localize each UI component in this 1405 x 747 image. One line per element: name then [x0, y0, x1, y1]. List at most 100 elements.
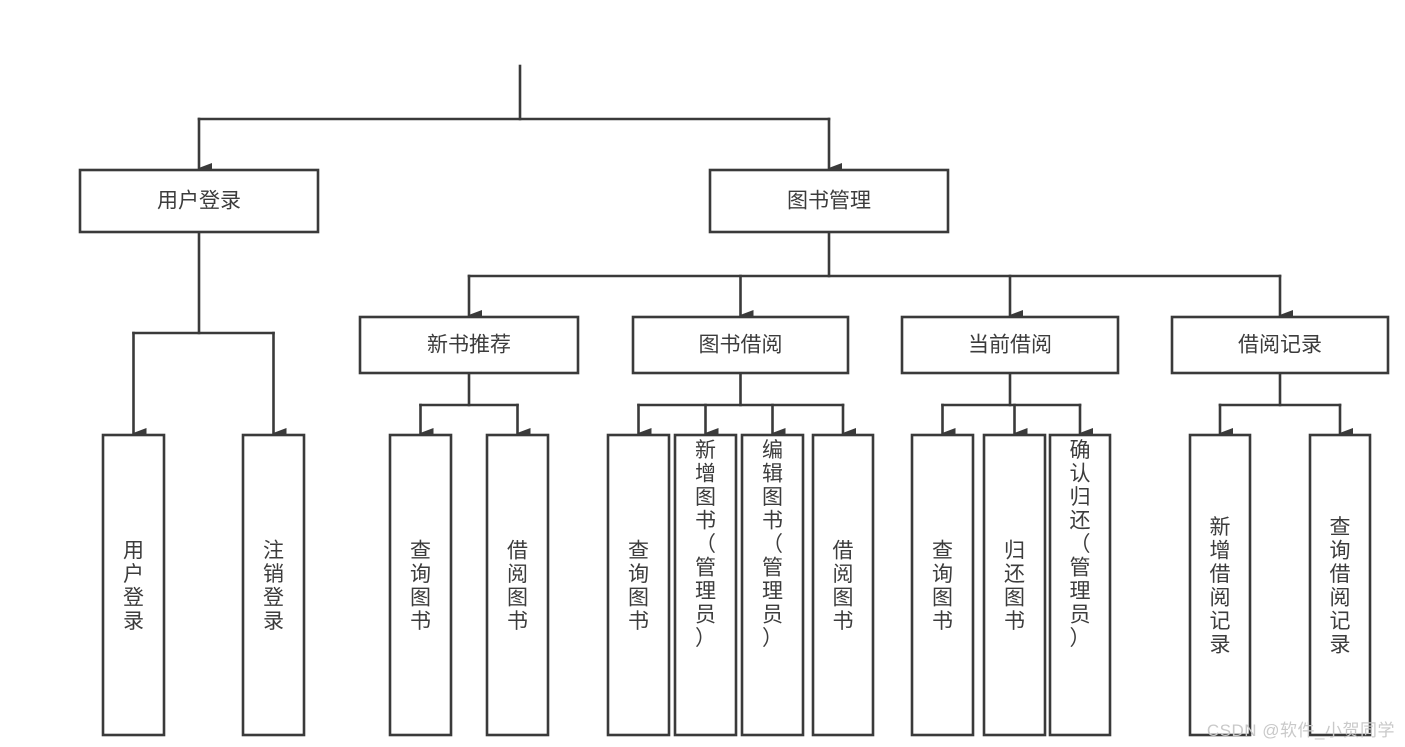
node-label-leaf-rec-add-char: 录 — [1210, 633, 1231, 656]
node-label-leaf-borrow-edit-char: ） — [762, 627, 783, 650]
node-label-leaf-rec-query-char: 查 — [410, 539, 431, 562]
node-label-new-book-rec: 新书推荐 — [427, 334, 511, 357]
node-box-leaf-borrow-query[interactable] — [606, 433, 671, 737]
node-label-leaf-user-login-char: 户 — [123, 563, 144, 586]
node-label-leaf-user-logout-char: 录 — [263, 610, 284, 633]
node-box-new-book-rec[interactable] — [358, 315, 580, 375]
node-box-leaf-rec-add[interactable] — [1188, 433, 1252, 737]
node-label-leaf-borrow-add-char: 理 — [695, 580, 716, 603]
node-box-leaf-user-login[interactable] — [101, 433, 166, 737]
node-label-leaf-cur-return-char: 还 — [1004, 563, 1025, 586]
node-label-leaf-borrow-lend-char: 阅 — [833, 563, 854, 586]
node-label-leaf-rec-query-char: 图 — [410, 586, 431, 609]
node-label-leaf-borrow-query-char: 查 — [628, 539, 649, 562]
node-leaf-user-login[interactable]: 用户登录 — [101, 433, 166, 737]
node-label-leaf-rec-add-char: 阅 — [1210, 586, 1231, 609]
node-label-leaf-rec-search-char: 录 — [1330, 633, 1351, 656]
node-box-leaf-rec-search[interactable] — [1308, 433, 1372, 737]
node-box-leaf-rec-query[interactable] — [388, 433, 453, 737]
node-label-leaf-cur-confirm-char: 还 — [1070, 510, 1091, 533]
node-label-leaf-borrow-query-char: 图 — [628, 586, 649, 609]
node-label-user-login: 用户登录 — [157, 190, 241, 213]
node-box-leaf-user-logout[interactable] — [241, 433, 306, 737]
node-label-leaf-borrow-edit-char: 管 — [762, 557, 783, 580]
node-label-leaf-borrow-add-char: ） — [695, 627, 716, 650]
node-label-leaf-rec-add-char: 借 — [1210, 563, 1231, 586]
node-borrow-record[interactable]: 借阅记录 — [1170, 315, 1390, 375]
node-current-borrow[interactable]: 当前借阅 — [900, 315, 1120, 375]
node-label-borrow-record: 借阅记录 — [1238, 334, 1322, 357]
node-label-leaf-rec-search-char: 查 — [1330, 516, 1351, 539]
node-label-leaf-rec-borrow-char: 图 — [507, 586, 528, 609]
node-label-leaf-borrow-query-char: 询 — [628, 563, 649, 586]
node-label-leaf-borrow-lend-char: 书 — [833, 610, 854, 633]
node-label-leaf-rec-add-char: 新 — [1210, 516, 1231, 539]
node-label-leaf-rec-add-char: 记 — [1210, 610, 1231, 633]
node-label-leaf-rec-borrow-char: 借 — [507, 539, 528, 562]
node-label-leaf-cur-confirm-char: 归 — [1070, 486, 1091, 509]
node-book-borrow[interactable]: 图书借阅 — [631, 315, 850, 375]
node-label-leaf-rec-search-char: 询 — [1330, 539, 1351, 562]
node-label-leaf-borrow-add-char: 管 — [695, 557, 716, 580]
node-label-leaf-rec-search-char: 借 — [1330, 563, 1351, 586]
node-label-leaf-user-login-char: 用 — [123, 539, 144, 562]
node-label-leaf-rec-search-char: 阅 — [1330, 586, 1351, 609]
node-label-leaf-rec-search-char: 记 — [1330, 610, 1351, 633]
node-label-leaf-borrow-edit-char: 员 — [762, 604, 783, 627]
boxes-layer: 用户登录图书管理新书推荐图书借阅当前借阅借阅记录用户登录注销登录查询图书借阅图书… — [78, 168, 1390, 737]
node-label-leaf-borrow-edit-char: 书 — [762, 510, 783, 533]
node-box-user-login[interactable] — [78, 168, 320, 234]
node-label-leaf-rec-borrow-char: 阅 — [507, 563, 528, 586]
node-box-book-borrow[interactable] — [631, 315, 850, 375]
node-new-book-rec[interactable]: 新书推荐 — [358, 315, 580, 375]
node-box-leaf-cur-confirm[interactable] — [1048, 433, 1112, 737]
node-label-leaf-borrow-lend-char: 图 — [833, 586, 854, 609]
node-label-leaf-user-logout-char: 登 — [263, 586, 284, 609]
node-box-current-borrow[interactable] — [900, 315, 1120, 375]
watermark-text: CSDN @软件_小贺同学 — [1206, 721, 1395, 740]
node-label-leaf-cur-confirm-char: 员 — [1070, 604, 1091, 627]
node-label-leaf-cur-confirm-char: （ — [1070, 533, 1091, 556]
node-box-leaf-cur-query[interactable] — [910, 433, 975, 737]
node-user-login[interactable]: 用户登录 — [78, 168, 320, 234]
node-label-leaf-user-login-char: 登 — [123, 586, 144, 609]
node-label-current-borrow: 当前借阅 — [968, 334, 1052, 357]
node-label-leaf-cur-query-char: 书 — [932, 610, 953, 633]
node-label-leaf-user-login-char: 录 — [123, 610, 144, 633]
node-label-leaf-cur-confirm-char: ） — [1070, 627, 1091, 650]
node-label-leaf-borrow-edit-char: 理 — [762, 580, 783, 603]
node-label-leaf-cur-confirm-char: 理 — [1070, 580, 1091, 603]
node-box-leaf-rec-borrow[interactable] — [485, 433, 550, 737]
node-box-borrow-record[interactable] — [1170, 315, 1390, 375]
node-label-leaf-rec-borrow-char: 书 — [507, 610, 528, 633]
node-box-leaf-cur-return[interactable] — [982, 433, 1047, 737]
connectors-layer — [132, 64, 1353, 439]
node-box-leaf-borrow-edit[interactable] — [740, 433, 805, 737]
node-book-manage[interactable]: 图书管理 — [708, 168, 950, 234]
node-box-book-manage[interactable] — [708, 168, 950, 234]
node-box-leaf-borrow-lend[interactable] — [811, 433, 875, 737]
node-label-leaf-borrow-add-char: 书 — [695, 510, 716, 533]
node-box-leaf-borrow-add[interactable] — [673, 433, 738, 737]
node-label-leaf-borrow-add-char: 新 — [695, 439, 716, 462]
node-label-leaf-borrow-add-char: 增 — [695, 463, 716, 486]
node-label-leaf-borrow-edit-char: 辑 — [762, 463, 783, 486]
node-label-leaf-cur-return-char: 图 — [1004, 586, 1025, 609]
node-label-leaf-borrow-lend-char: 借 — [833, 539, 854, 562]
node-label-leaf-user-logout-char: 销 — [263, 563, 284, 586]
node-label-leaf-rec-query-char: 书 — [410, 610, 431, 633]
